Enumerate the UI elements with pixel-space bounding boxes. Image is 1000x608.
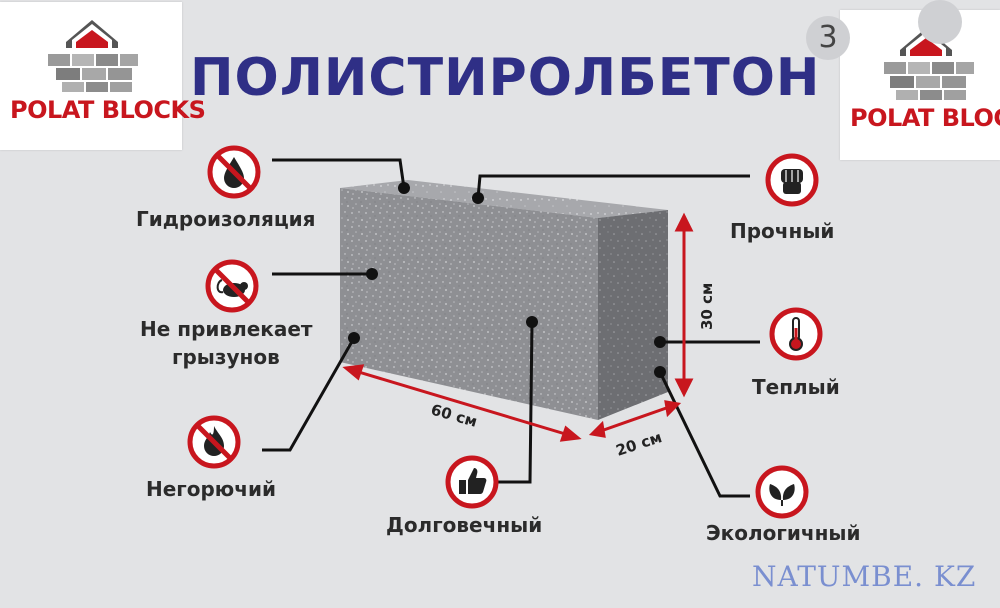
dimension-width: 20 см (614, 428, 664, 460)
leader-waterproof (272, 158, 406, 189)
no-water-drop-icon (207, 145, 261, 199)
leader-durable (490, 321, 534, 484)
leader-eco (658, 371, 750, 498)
label-rodents-line1: Не привлекает (140, 317, 313, 341)
brand-logo-left: POLAT BLOCKS (0, 2, 206, 150)
brand-logo-right: POLAT BLOCKS (840, 10, 1000, 160)
no-fire-icon (187, 415, 241, 469)
arrow-length (351, 368, 573, 438)
label-durable: Долговечный (386, 513, 543, 537)
label-strong: Прочный (730, 219, 835, 243)
watermark: NATUMBE. KZ (752, 560, 977, 593)
page-title: ПОЛИСТИРОЛБЕТОН (190, 48, 821, 108)
brand-name: POLAT BLOCKS (850, 104, 1000, 132)
brand-name: POLAT BLOCKS (10, 96, 206, 124)
label-warm: Теплый (752, 375, 840, 399)
leader-strong (476, 174, 750, 199)
label-fireproof: Негорючий (146, 477, 277, 501)
label-eco: Экологичный (706, 521, 861, 545)
dimension-height: 30 см (698, 283, 716, 330)
no-rodent-icon (205, 259, 259, 313)
house-blocks-icon (48, 20, 138, 92)
thumbs-up-icon (445, 455, 499, 509)
fist-icon (765, 153, 819, 207)
leaves-icon (755, 465, 809, 519)
label-rodents-line2: грызунов (172, 345, 280, 369)
thermometer-icon (769, 307, 823, 361)
block-side-face (598, 210, 668, 420)
image-count-badge-2[interactable] (918, 0, 962, 44)
leader-fireproof (262, 337, 356, 452)
block-front-face (340, 188, 598, 420)
image-count-badge[interactable]: 3 (806, 16, 850, 60)
label-waterproof: Гидроизоляция (136, 207, 316, 231)
block-top-face (340, 180, 668, 218)
arrow-width (597, 404, 673, 434)
